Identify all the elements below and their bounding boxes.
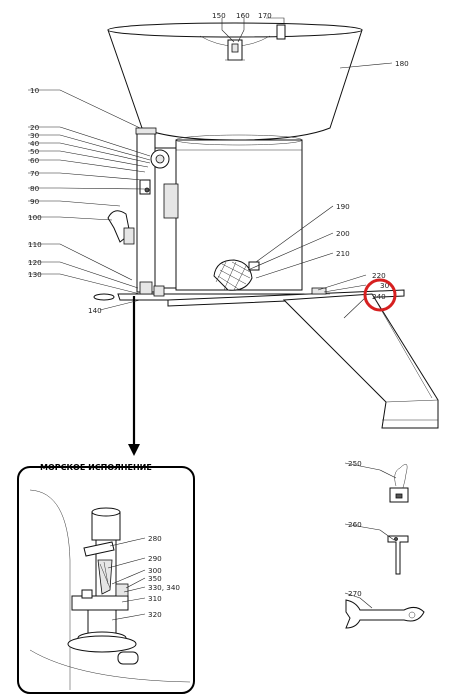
label-150: 150 — [212, 11, 226, 20]
label-330-340: 330, 340 — [148, 583, 180, 592]
label-30: 30 — [30, 131, 40, 140]
chute — [282, 293, 439, 429]
label-240: 240 — [372, 292, 386, 301]
marine-inset: МОРСКОЕ ИСПОЛНЕНИЕ — [17, 463, 195, 694]
label-210: 210 — [336, 249, 350, 258]
scoop — [213, 259, 260, 291]
label-140: 140 — [88, 306, 102, 315]
highlight-circle — [363, 278, 397, 312]
label-180: 180 — [395, 59, 409, 68]
label-280: 280 — [148, 534, 162, 543]
label-60: 60 — [30, 156, 40, 165]
label-90: 90 — [30, 197, 40, 206]
label-220: 220 — [372, 271, 386, 280]
label-250: 250 — [348, 459, 362, 468]
label-160: 160 — [236, 11, 250, 20]
label-270: 270 — [348, 589, 362, 598]
label-120: 120 — [28, 258, 42, 267]
label-320: 320 — [148, 610, 162, 619]
detail-arrow — [128, 296, 140, 456]
label-70: 70 — [30, 169, 40, 178]
label-230: 30 — [380, 281, 390, 290]
label-40: 40 — [30, 139, 40, 148]
label-200: 200 — [336, 229, 350, 238]
label-300: 300 — [148, 566, 162, 575]
label-50: 50 — [30, 147, 40, 156]
leader-lines — [28, 17, 397, 621]
part-labels: 10 20 30 40 50 60 70 80 90 100 110 120 1… — [28, 11, 409, 619]
label-190: 190 — [336, 202, 350, 211]
label-290: 290 — [148, 554, 162, 563]
label-350: 350 — [148, 574, 162, 583]
label-310: 310 — [148, 594, 162, 603]
label-260: 260 — [348, 520, 362, 529]
label-110: 110 — [28, 240, 42, 249]
tool-260 — [387, 535, 409, 575]
label-170: 170 — [258, 11, 272, 20]
label-10: 10 — [30, 86, 40, 95]
housing — [93, 127, 307, 301]
label-20: 20 — [30, 123, 40, 132]
tool-270 — [345, 599, 425, 629]
hopper — [107, 22, 363, 141]
label-100: 100 — [28, 213, 42, 222]
inset-title: МОРСКОЕ ИСПОЛНЕНИЕ — [40, 463, 152, 472]
shelf — [167, 287, 405, 307]
tool-250 — [389, 463, 409, 503]
label-80: 80 — [30, 184, 40, 193]
label-130: 130 — [28, 270, 42, 279]
